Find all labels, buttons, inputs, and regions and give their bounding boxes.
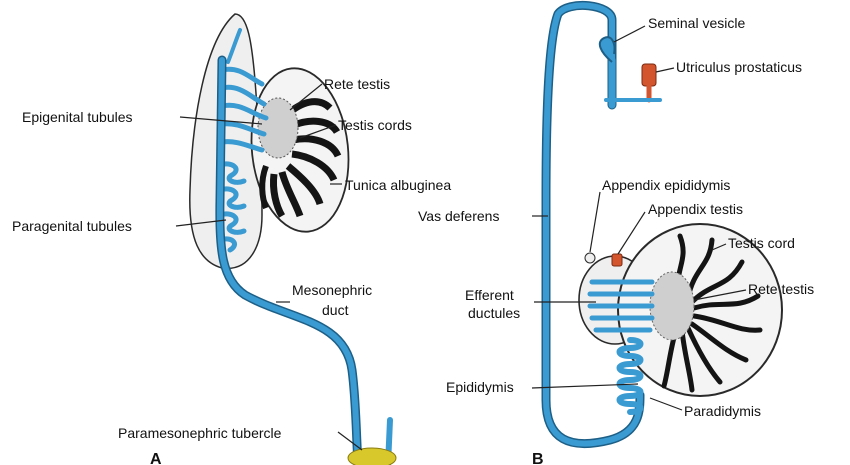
paramesonephric-tubercle-shape — [348, 448, 396, 465]
label-epididymis: Epididymis — [446, 379, 514, 395]
label-paramesonephric-tubercle: Paramesonephric tubercle — [118, 425, 282, 441]
label-appendix-testis: Appendix testis — [648, 201, 743, 217]
panel-b: Seminal vesicle Utriculus prostaticus Ap… — [418, 5, 814, 465]
utriculus-prostaticus-shape — [642, 64, 656, 86]
leader-paradidymis — [650, 398, 682, 410]
panel-letter-b: B — [532, 451, 544, 465]
leader-appendix-testis — [618, 212, 645, 254]
label-appendix-epididymis: Appendix epididymis — [602, 177, 730, 193]
label-testis-cords: Testis cords — [338, 117, 412, 133]
label-mesonephric-duct-2: duct — [322, 302, 349, 318]
label-efferent-ductules-2: ductules — [468, 305, 520, 321]
label-rete-testis-right: Rete testis — [748, 281, 814, 297]
rete-testis-right — [650, 272, 694, 340]
leader-seminal-vesicle — [614, 26, 645, 42]
label-mesonephric-duct-1: Mesonephric — [292, 282, 372, 298]
label-epigenital-tubules: Epigenital tubules — [22, 109, 133, 125]
label-paragenital-tubules: Paragenital tubules — [12, 218, 132, 234]
label-vas-deferens: Vas deferens — [418, 208, 499, 224]
appendix-epididymis-shape — [585, 253, 595, 263]
label-efferent-ductules-1: Efferent — [465, 287, 514, 303]
label-seminal-vesicle: Seminal vesicle — [648, 15, 745, 31]
label-testis-cord: Testis cord — [728, 235, 795, 251]
appendix-testis-shape — [612, 254, 622, 266]
panel-a: Rete testis Epigenital tubules Testis co… — [12, 14, 451, 465]
leader-utriculus — [656, 68, 674, 72]
leader-appendix-epididymis — [590, 192, 600, 252]
label-utriculus-prostaticus: Utriculus prostaticus — [676, 59, 802, 75]
seminal-vesicle-shape — [600, 37, 615, 62]
label-tunica-albuginea: Tunica albuginea — [345, 177, 451, 193]
label-rete-testis-left: Rete testis — [324, 76, 390, 92]
panel-letter-a: A — [150, 451, 162, 465]
label-paradidymis: Paradidymis — [684, 403, 761, 419]
